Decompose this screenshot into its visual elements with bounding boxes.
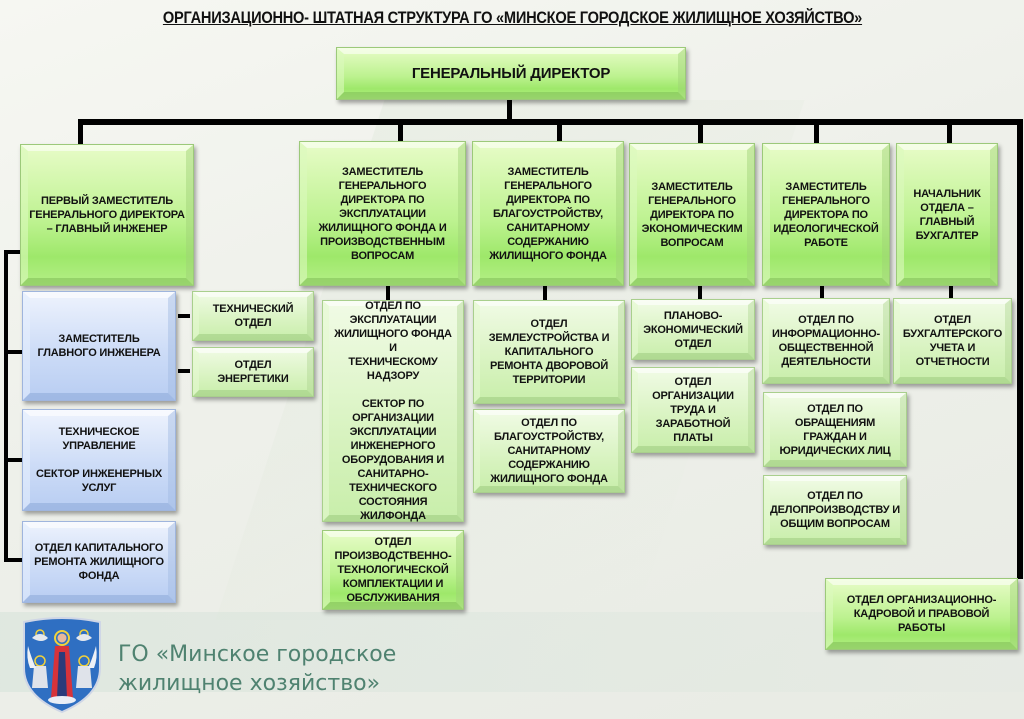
deputy-box-ideology: ЗАМЕСТИТЕЛЬ ГЕНЕРАЛЬНОГО ДИРЕКТОРА ПО ИД… xyxy=(762,143,890,286)
unit-planning-economic-dept: ПЛАНОВО- ЭКОНОМИЧЕСКИЙ ОТДЕЛ xyxy=(631,299,755,360)
unit-land-management-dept: ОТДЕЛ ЗЕМЛЕУСТРОЙСТВА И КАПИТАЛЬНОГО РЕМ… xyxy=(473,300,625,404)
unit-labor-wages-dept: ОТДЕЛ ОРГАНИЗАЦИИ ТРУДА И ЗАРАБОТНОЙ ПЛА… xyxy=(631,367,755,453)
unit-label: ОТДЕЛ ЗЕМЛЕУСТРОЙСТВА И КАПИТАЛЬНОГО РЕМ… xyxy=(488,318,610,386)
unit-deputy-chief-engineer: ЗАМЕСТИТЕЛЬ ГЛАВНОГО ИНЖЕНЕРА xyxy=(22,291,176,401)
unit-production-tech-dept: ОТДЕЛ ПРОИЗВОДСТВЕННО- ТЕХНОЛОГИЧЕСКОЙ К… xyxy=(322,530,464,610)
deputy-box-first-chief-engineer: ПЕРВЫЙ ЗАМЕСТИТЕЛЬ ГЕНЕРАЛЬНОГО ДИРЕКТОР… xyxy=(20,144,194,286)
unit-label: ТЕХНИЧЕСКИЙ ОТДЕЛ xyxy=(212,303,294,329)
unit-citizen-appeals-dept: ОТДЕЛ ПО ОБРАЩЕНИЯМ ГРАЖДАН И ЮРИДИЧЕСКИ… xyxy=(763,392,907,467)
unit-label: ОТДЕЛ ОРГАНИЗАЦИИ ТРУДА И ЗАРАБОТНОЙ ПЛА… xyxy=(652,376,734,444)
unit-energy-dept: ОТДЕЛ ЭНЕРГЕТИКИ xyxy=(192,347,314,397)
unit-information-dept: ОТДЕЛ ПО ИНФОРМАЦИОННО- ОБЩЕСТВЕННОЙ ДЕЯ… xyxy=(762,298,890,384)
organization-name: ГО «Минское городское жилищное хозяйство… xyxy=(118,640,396,698)
unit-label: ОТДЕЛ ПО ИНФОРМАЦИОННО- ОБЩЕСТВЕННОЙ ДЕЯ… xyxy=(772,314,880,368)
deputy-box-exploitation: ЗАМЕСТИТЕЛЬ ГЕНЕРАЛЬНОГО ДИРЕКТОРА ПО ЭК… xyxy=(299,141,466,286)
page-title-text: ОРГАНИЗАЦИОННО- ШТАТНАЯ СТРУКТУРА ГО «МИ… xyxy=(162,8,862,27)
page-title: ОРГАНИЗАЦИОННО- ШТАТНАЯ СТРУКТУРА ГО «МИ… xyxy=(0,8,1024,28)
connector-drop-deputy-1 xyxy=(78,119,83,145)
unit-accounting-dept: ОТДЕЛ БУХГАЛТЕРСКОГО УЧЕТА И ОТЧЕТНОСТИ xyxy=(893,298,1012,384)
unit-label: ОТДЕЛ ПРОИЗВОДСТВЕННО- ТЕХНОЛОГИЧЕСКОЙ К… xyxy=(334,536,452,604)
connector-drop-deputy-5 xyxy=(814,119,819,143)
unit-hr-legal-dept: ОТДЕЛ ОРГАНИЗАЦИОННО- КАДРОВОЙ И ПРАВОВО… xyxy=(825,578,1018,650)
connector-col5-down xyxy=(820,286,824,298)
unit-label: ОТДЕЛ ЭНЕРГЕТИКИ xyxy=(217,359,289,385)
unit-label: ТЕХНИЧЕСКОЕ УПРАВЛЕНИЕ СЕКТОР ИНЖЕНЕРНЫХ… xyxy=(35,426,163,494)
unit-label: ОТДЕЛ КАПИТАЛЬНОГО РЕМОНТА ЖИЛИЩНОГО ФОН… xyxy=(34,542,164,582)
director-label: ГЕНЕРАЛЬНЫЙ ДИРЕКТОР xyxy=(411,64,611,82)
connector-drop-deputy-2 xyxy=(398,119,403,141)
unit-improvement-dept: ОТДЕЛ ПО БЛАГОУСТРОЙСТВУ, САНИТАРНОМУ СО… xyxy=(473,409,625,493)
unit-technical-administration: ТЕХНИЧЕСКОЕ УПРАВЛЕНИЕ СЕКТОР ИНЖЕНЕРНЫХ… xyxy=(22,409,176,511)
connector-left-top xyxy=(4,250,22,254)
connector-top-bus xyxy=(78,119,1023,125)
organization-name-line1: ГО «Минское городское xyxy=(118,642,397,667)
deputy-label: ЗАМЕСТИТЕЛЬ ГЕНЕРАЛЬНОГО ДИРЕКТОРА ПО ЭК… xyxy=(318,165,447,262)
deputy-label: ЗАМЕСТИТЕЛЬ ГЕНЕРАЛЬНОГО ДИРЕКТОРА ПО БЛ… xyxy=(489,165,607,262)
connector-col6-down xyxy=(949,286,953,298)
unit-label: ОТДЕЛ БУХГАЛТЕРСКОГО УЧЕТА И ОТЧЕТНОСТИ xyxy=(902,314,1003,368)
connector-drop-deputy-4 xyxy=(698,119,703,143)
connector-left-trunk xyxy=(4,250,8,562)
deputy-label: ЗАМЕСТИТЕЛЬ ГЕНЕРАЛЬНОГО ДИРЕКТОРА ПО ЭК… xyxy=(641,180,743,249)
unit-label: ПЛАНОВО- ЭКОНОМИЧЕСКИЙ ОТДЕЛ xyxy=(643,309,743,350)
deputy-label: ПЕРВЫЙ ЗАМЕСТИТЕЛЬ ГЕНЕРАЛЬНОГО ДИРЕКТОР… xyxy=(29,195,185,235)
connector-col3-down xyxy=(543,286,547,300)
connector-energy-dept xyxy=(178,369,190,373)
unit-capital-repair: ОТДЕЛ КАПИТАЛЬНОГО РЕМОНТА ЖИЛИЩНОГО ФОН… xyxy=(22,521,176,603)
connector-col2-down xyxy=(386,286,390,300)
deputy-label: ЗАМЕСТИТЕЛЬ ГЕНЕРАЛЬНОГО ДИРЕКТОРА ПО ИД… xyxy=(773,180,879,249)
connector-right-trunk xyxy=(1017,119,1023,579)
organization-name-line2: жилищное хозяйство» xyxy=(118,671,381,696)
connector-drop-deputy-3 xyxy=(557,119,562,141)
deputy-label: НАЧАЛЬНИК ОТДЕЛА – ГЛАВНЫЙ БУХГАЛТЕР xyxy=(913,187,981,242)
minsk-coat-of-arms-icon xyxy=(23,617,101,714)
connector-director-down xyxy=(507,100,512,122)
connector-drop-deputy-6 xyxy=(947,119,952,145)
unit-label: ОТДЕЛ ПО БЛАГОУСТРОЙСТВУ, САНИТАРНОМУ СО… xyxy=(490,417,608,485)
unit-label: ЗАМЕСТИТЕЛЬ ГЛАВНОГО ИНЖЕНЕРА xyxy=(37,333,161,359)
connector-left-branch-1 xyxy=(4,350,22,354)
deputy-box-economics: ЗАМЕСТИТЕЛЬ ГЕНЕРАЛЬНОГО ДИРЕКТОРА ПО ЭК… xyxy=(629,143,755,286)
unit-records-dept: ОТДЕЛ ПО ДЕЛОПРОИЗВОДСТВУ И ОБЩИМ ВОПРОС… xyxy=(763,475,907,545)
connector-col4-down xyxy=(698,286,702,300)
unit-label: ОТДЕЛ ПО ДЕЛОПРОИЗВОДСТВУ И ОБЩИМ ВОПРОС… xyxy=(770,490,900,530)
connector-left-branch-2 xyxy=(4,458,22,462)
connector-tech-dept xyxy=(178,314,190,318)
unit-label: ОТДЕЛ ПО ЭКСПЛУАТАЦИИ ЖИЛИЩНОГО ФОНДА И … xyxy=(334,300,452,522)
connector-left-branch-3 xyxy=(4,558,22,562)
deputy-box-chief-accountant: НАЧАЛЬНИК ОТДЕЛА – ГЛАВНЫЙ БУХГАЛТЕР xyxy=(896,143,998,286)
unit-exploitation-dept: ОТДЕЛ ПО ЭКСПЛУАТАЦИИ ЖИЛИЩНОГО ФОНДА И … xyxy=(322,300,464,522)
unit-label: ОТДЕЛ ПО ОБРАЩЕНИЯМ ГРАЖДАН И ЮРИДИЧЕСКИ… xyxy=(779,402,891,457)
director-box: ГЕНЕРАЛЬНЫЙ ДИРЕКТОР xyxy=(336,47,686,100)
unit-label: ОТДЕЛ ОРГАНИЗАЦИОННО- КАДРОВОЙ И ПРАВОВО… xyxy=(846,594,997,634)
unit-technical-dept: ТЕХНИЧЕСКИЙ ОТДЕЛ xyxy=(192,291,314,341)
deputy-box-improvement: ЗАМЕСТИТЕЛЬ ГЕНЕРАЛЬНОГО ДИРЕКТОРА ПО БЛ… xyxy=(472,141,624,286)
